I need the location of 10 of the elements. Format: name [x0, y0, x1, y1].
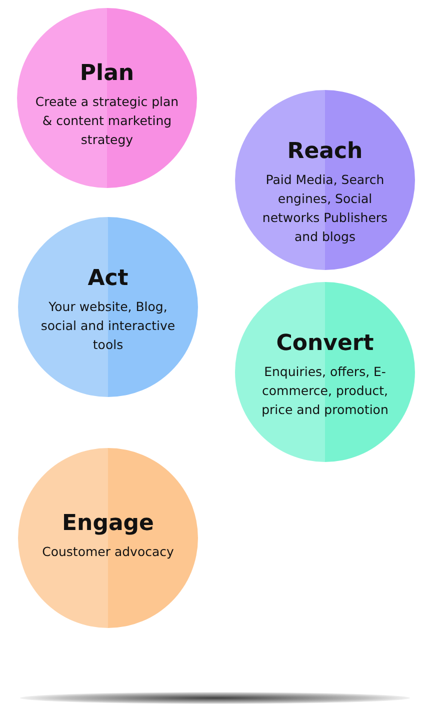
node-title: Reach [287, 138, 363, 166]
node-description: Create a strategic plan & content marketing strategy [34, 93, 180, 149]
node-title: Act [88, 265, 128, 293]
node-title: Plan [80, 60, 134, 88]
node-title: Engage [62, 510, 154, 538]
node-description: Coustomer advocacy [42, 543, 174, 561]
node-description: Enquiries, offers, E-commerce, product, price and promotion [260, 363, 390, 419]
node-title: Convert [276, 330, 374, 358]
node-description: Paid Media, Search engines, Social networks Publishers and blogs [261, 171, 389, 246]
node-description: Your website, Blog, social and interactive tools [40, 298, 176, 354]
